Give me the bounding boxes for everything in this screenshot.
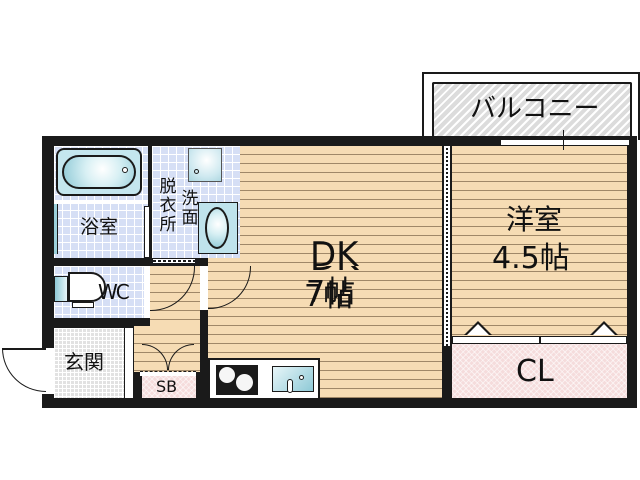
shoe-box: SB xyxy=(142,376,196,398)
toilet-tank xyxy=(54,276,68,302)
washbasin-icon xyxy=(205,207,229,249)
wc-door-jamb xyxy=(144,266,150,318)
dressing-char-2: 衣 xyxy=(159,196,177,216)
shoe-box-doors[interactable] xyxy=(140,340,196,372)
sink-drain xyxy=(299,375,304,380)
toilet-base xyxy=(72,302,94,308)
stove-icon xyxy=(216,365,258,395)
vanity-counter xyxy=(198,202,238,254)
room-western: 洋室 4.5帖 xyxy=(452,146,627,336)
dk-size: 7帖 xyxy=(304,279,354,314)
bath-folding-door[interactable] xyxy=(144,206,150,258)
washing-machine-pan xyxy=(188,148,222,182)
bathtub-drain xyxy=(122,167,128,173)
bath-divider xyxy=(54,200,148,204)
balcony: バルコニー xyxy=(432,82,632,138)
toilet-icon xyxy=(68,272,106,302)
western-size: 4.5帖 xyxy=(492,241,570,276)
dressing-door[interactable] xyxy=(152,258,196,264)
dk-upper xyxy=(250,146,442,266)
room-bath: 浴室 xyxy=(54,146,148,258)
closet-door-arrow-right-inner xyxy=(593,324,615,335)
front-door-swing[interactable] xyxy=(2,348,46,392)
kitchen-counter xyxy=(208,358,320,398)
burner-1 xyxy=(219,367,235,383)
washroom-char-1: 洗 xyxy=(181,189,199,209)
room-wc: WC xyxy=(54,266,144,318)
closet-door-arrow-left-inner xyxy=(467,324,489,335)
bath-label: 浴室 xyxy=(80,216,119,238)
closet-door-right[interactable] xyxy=(540,336,627,344)
faucet xyxy=(287,379,293,393)
dk-label-top: DK xyxy=(310,235,359,275)
wc-label: WC xyxy=(98,280,130,304)
dk-size-top: 7帖 xyxy=(306,275,356,310)
sliding-partition[interactable] xyxy=(442,146,452,346)
shoe-box-label: SB xyxy=(156,377,178,396)
window-mark xyxy=(563,130,564,150)
room-dressing: 脱 衣 所 洗 面 xyxy=(152,146,240,258)
closet-label: CL xyxy=(516,354,554,389)
balcony-label: バルコニー xyxy=(470,94,600,124)
dk-door-jamb xyxy=(200,266,208,310)
pan-drain xyxy=(194,169,199,174)
washroom-label-col: 洗 面 xyxy=(180,190,200,228)
dressing-char-3: 所 xyxy=(159,215,177,235)
dressing-char-1: 脱 xyxy=(159,177,177,197)
burner-2 xyxy=(236,374,253,391)
bathtub-icon xyxy=(56,148,142,196)
sink-icon xyxy=(272,366,314,393)
sb-door-left xyxy=(142,344,168,370)
entrance-step xyxy=(124,328,134,398)
balcony-window[interactable] xyxy=(500,139,630,146)
bath-door[interactable] xyxy=(54,204,58,254)
sb-door-right xyxy=(168,344,194,370)
dressing-label-col: 脱 衣 所 xyxy=(158,178,178,235)
closet-door-left[interactable] xyxy=(452,336,540,344)
room-entrance: 玄関 xyxy=(54,328,124,398)
sb-front xyxy=(140,372,196,376)
entrance-label: 玄関 xyxy=(64,350,104,374)
front-door-leaf xyxy=(2,348,46,350)
room-closet: CL xyxy=(452,344,627,398)
western-label: 洋室 xyxy=(506,203,563,236)
washroom-char-2: 面 xyxy=(181,208,199,228)
